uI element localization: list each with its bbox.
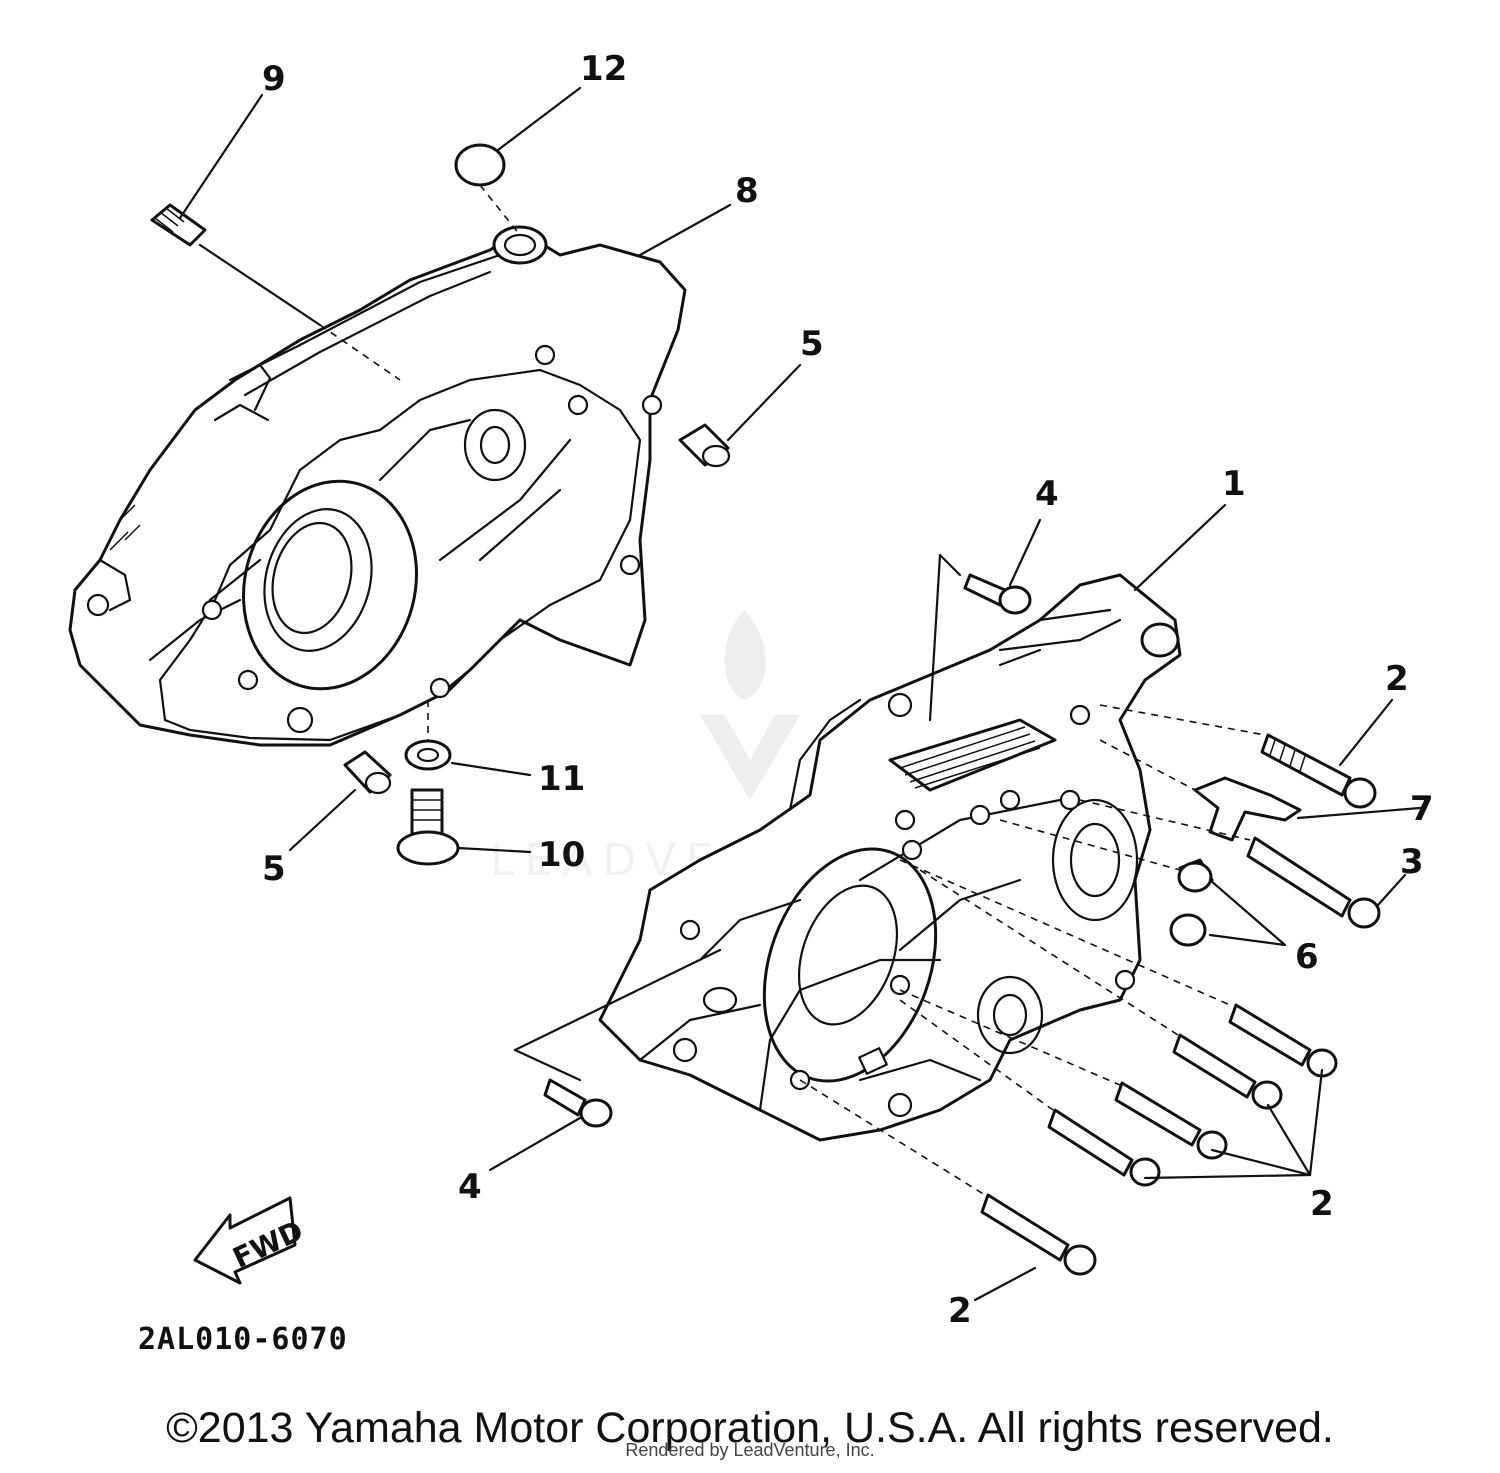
part-2-bolt-r3 (1114, 1081, 1228, 1160)
part-11-washer (404, 739, 452, 771)
left-crankcase-half (68, 225, 687, 747)
part-4-screw-upper (963, 573, 1032, 615)
callout-labels: 9 12 8 5 5 11 10 4 1 2 7 3 6 2 2 4 (262, 49, 1434, 1331)
callout-10: 10 (538, 835, 585, 875)
callout-6: 6 (1295, 937, 1319, 977)
part-2-bolt-r4 (1047, 1108, 1161, 1187)
rendered-by-note: Rendered by LeadVenture, Inc. (625, 1440, 875, 1460)
leader-lines (178, 86, 1422, 1302)
part-9-breather-fitting (150, 203, 207, 247)
callout-7: 7 (1410, 789, 1434, 829)
callout-1: 1 (1222, 464, 1246, 504)
part-10-drain-bolt (396, 788, 460, 866)
diagram-part-code: 2AL010-6070 (138, 1322, 348, 1357)
part-6-dowel-lower (1169, 913, 1207, 947)
callout-2-upper: 2 (1385, 659, 1409, 699)
callout-4-upper: 4 (1035, 474, 1059, 514)
forward-arrow-icon: FWD (193, 1196, 308, 1285)
part-3-bolt (1246, 836, 1381, 929)
callout-11: 11 (538, 759, 585, 799)
callout-9: 9 (262, 59, 286, 99)
part-2-bolt-upper (1260, 733, 1377, 809)
callout-4-lower: 4 (458, 1167, 482, 1207)
callout-5-upper: 5 (800, 324, 824, 364)
part-4-screw-lower (543, 1078, 613, 1128)
part-12-cap (454, 143, 506, 187)
callout-2-right: 2 (1310, 1184, 1334, 1224)
part-5-dowel-upper (678, 423, 731, 468)
callout-12: 12 (580, 49, 627, 89)
part-5-dowel-lower (343, 750, 392, 795)
part-2-bolt-bottom (980, 1193, 1097, 1276)
right-crankcase-half (598, 573, 1182, 1142)
callout-5-lower: 5 (262, 849, 286, 889)
callout-2-bottom: 2 (948, 1291, 972, 1331)
part-7-bracket (1193, 776, 1302, 842)
part-6-dowel-upper (1177, 858, 1214, 893)
copyright-notice: ©2013 Yamaha Motor Corporation, U.S.A. A… (166, 1404, 1334, 1452)
callout-3: 3 (1400, 842, 1424, 882)
part-2-bolt-r1 (1228, 1003, 1338, 1078)
part-2-bolt-r2 (1172, 1033, 1283, 1110)
callout-8: 8 (735, 171, 759, 211)
